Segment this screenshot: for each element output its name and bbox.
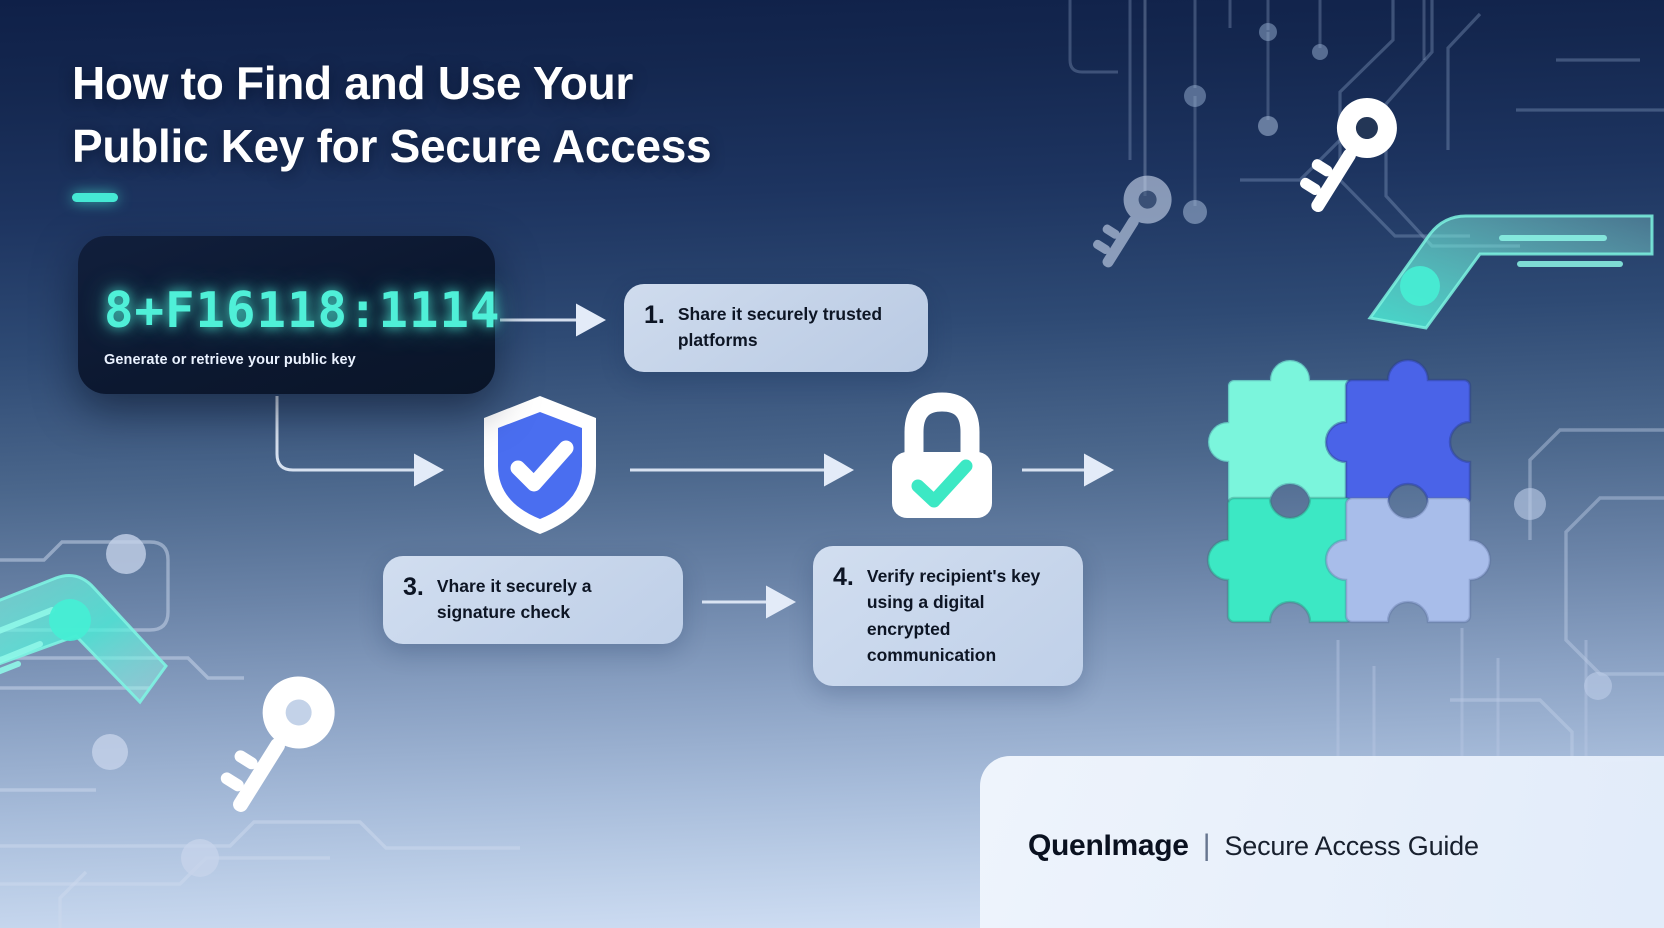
- glow-chevron-icon: [0, 574, 168, 705]
- key-icon: [1093, 175, 1172, 268]
- step-number: 4.: [833, 563, 854, 591]
- shield-check-icon: [484, 396, 596, 534]
- title-line-2: Public Key for Secure Access: [72, 119, 712, 172]
- public-key-code-card[interactable]: 8+F16118:1114 Generate or retrieve your …: [78, 236, 501, 394]
- step-label: Vhare it securely a signature check: [436, 576, 592, 623]
- step-card-3[interactable]: 3. Vhare it securely a signature check: [383, 556, 683, 644]
- title-line-1: How to Find and Use Your: [72, 57, 633, 109]
- brand-separator: |: [1202, 829, 1211, 862]
- public-key-code: 8+F16118:1114: [104, 282, 501, 339]
- step-card-1[interactable]: 1. Share it securely trusted platforms: [624, 284, 928, 372]
- code-card-caption: Generate or retrieve your public key: [104, 352, 356, 368]
- key-icon: [1300, 98, 1397, 213]
- title-heading: How to Find and Use Your Public Key for …: [72, 52, 712, 177]
- page-title: How to Find and Use Your Public Key for …: [72, 52, 712, 203]
- step-number: 3.: [403, 573, 424, 601]
- lock-check-icon: [892, 392, 992, 518]
- puzzle-pieces-icon: [1206, 358, 1492, 624]
- step-number: 1.: [644, 301, 665, 329]
- brand-subtitle: Secure Access Guide: [1224, 830, 1479, 861]
- glow-chevron-icon: [1367, 214, 1654, 330]
- accent-underline: [72, 193, 118, 203]
- step-label: Share it securely trusted platforms: [677, 304, 883, 351]
- step-card-4[interactable]: 4. Verify recipient's key using a digita…: [813, 546, 1083, 686]
- footer-brand-bar: QuenImage | Secure Access Guide: [980, 756, 1664, 928]
- key-icon: [220, 676, 335, 812]
- brand-name: QuenImage: [1028, 829, 1189, 862]
- step-label: Verify recipient's key using a digital e…: [866, 566, 1041, 665]
